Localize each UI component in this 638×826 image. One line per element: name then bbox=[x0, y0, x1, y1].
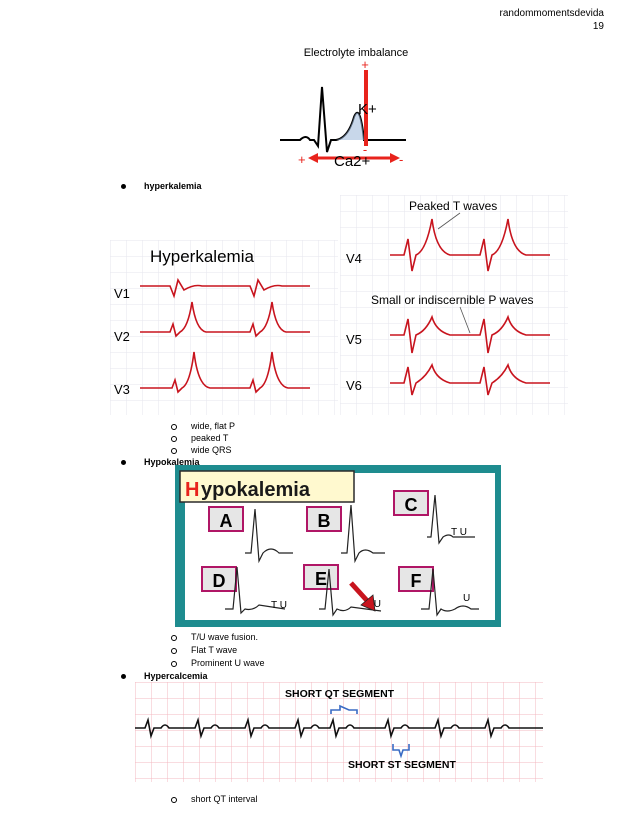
bullet-dot bbox=[121, 674, 126, 680]
lead-v4: V4 bbox=[346, 251, 362, 266]
minus-sign-bottom: - bbox=[363, 142, 367, 157]
header-site-name: randommomentsdevida bbox=[499, 8, 605, 19]
hypokalemia-heading: Hypokalemia bbox=[144, 457, 200, 467]
bullet-dot bbox=[121, 184, 126, 190]
panel-f-label: F bbox=[411, 571, 422, 591]
panel-b-label: B bbox=[318, 511, 331, 531]
hyperkalemia-heading: hyperkalemia bbox=[144, 181, 202, 191]
calcium-label: Ca2+ bbox=[334, 153, 371, 170]
minus-sign-right: - bbox=[399, 152, 403, 167]
list-item: T/U wave fusion. bbox=[171, 631, 258, 644]
electrolyte-title: Electrolyte imbalance bbox=[304, 47, 409, 59]
list-item: peaked T bbox=[171, 432, 228, 445]
bullet-hyperkalemia: hyperkalemia bbox=[121, 181, 202, 191]
lead-v2: V2 bbox=[114, 329, 130, 344]
hypercalcemia-heading: Hypercalcemia bbox=[144, 671, 208, 681]
hypokalemia-title-rest: ypokalemia bbox=[201, 479, 311, 501]
lead-v5: V5 bbox=[346, 332, 362, 347]
panel-e-label: E bbox=[315, 569, 327, 589]
hypokalemia-figure: H ypokalemia A B C D E F T U T U T U U bbox=[175, 465, 501, 627]
list-item: wide, flat P bbox=[171, 420, 235, 433]
hypercalcemia-figure: SHORT QT SEGMENT SHORT ST SEGMENT bbox=[135, 682, 543, 782]
short-qt-label: SHORT QT SEGMENT bbox=[285, 688, 395, 700]
panel-c-label: C bbox=[405, 495, 418, 515]
bullet-hypercalcemia: Hypercalcemia bbox=[121, 671, 208, 681]
lead-v6: V6 bbox=[346, 378, 362, 393]
list-item: wide QRS bbox=[171, 444, 232, 457]
short-st-label: SHORT ST SEGMENT bbox=[348, 759, 457, 771]
page-number: 19 bbox=[592, 21, 604, 32]
panel-d-label: D bbox=[213, 571, 226, 591]
plus-sign-left: + bbox=[298, 152, 306, 167]
bullet-hypokalemia: Hypokalemia bbox=[121, 457, 200, 467]
list-item: Prominent U wave bbox=[171, 657, 265, 670]
lead-v1: V1 bbox=[114, 286, 130, 301]
electrolyte-figure: Electrolyte imbalance + - K+ + - Ca2+ bbox=[280, 47, 409, 170]
hyperkalemia-title: Hyperkalemia bbox=[150, 247, 254, 266]
peaked-t-annotation: Peaked T waves bbox=[409, 199, 497, 213]
list-item: Flat T wave bbox=[171, 644, 237, 657]
small-p-annotation: Small or indiscernible P waves bbox=[371, 293, 534, 307]
wave-label-d: T U bbox=[271, 600, 287, 611]
hyperkalemia-left-figure: Hyperkalemia V1 V2 V3 bbox=[110, 240, 338, 415]
hypokalemia-title-h: H bbox=[185, 479, 199, 501]
ecg-trace-hypercalcemia bbox=[135, 717, 543, 739]
list-item: short QT interval bbox=[171, 793, 257, 806]
hyperkalemia-right-figure: Peaked T waves V4 Small or indiscernible… bbox=[340, 195, 568, 415]
bullet-dot bbox=[121, 460, 126, 466]
lead-v3: V3 bbox=[114, 382, 130, 397]
potassium-label: K+ bbox=[358, 101, 377, 118]
panel-a-label: A bbox=[220, 511, 233, 531]
wave-label-c: T U bbox=[451, 527, 467, 538]
ecg-trace bbox=[280, 86, 406, 153]
wave-label-f: U bbox=[463, 593, 470, 604]
plus-sign-top: + bbox=[361, 57, 369, 72]
